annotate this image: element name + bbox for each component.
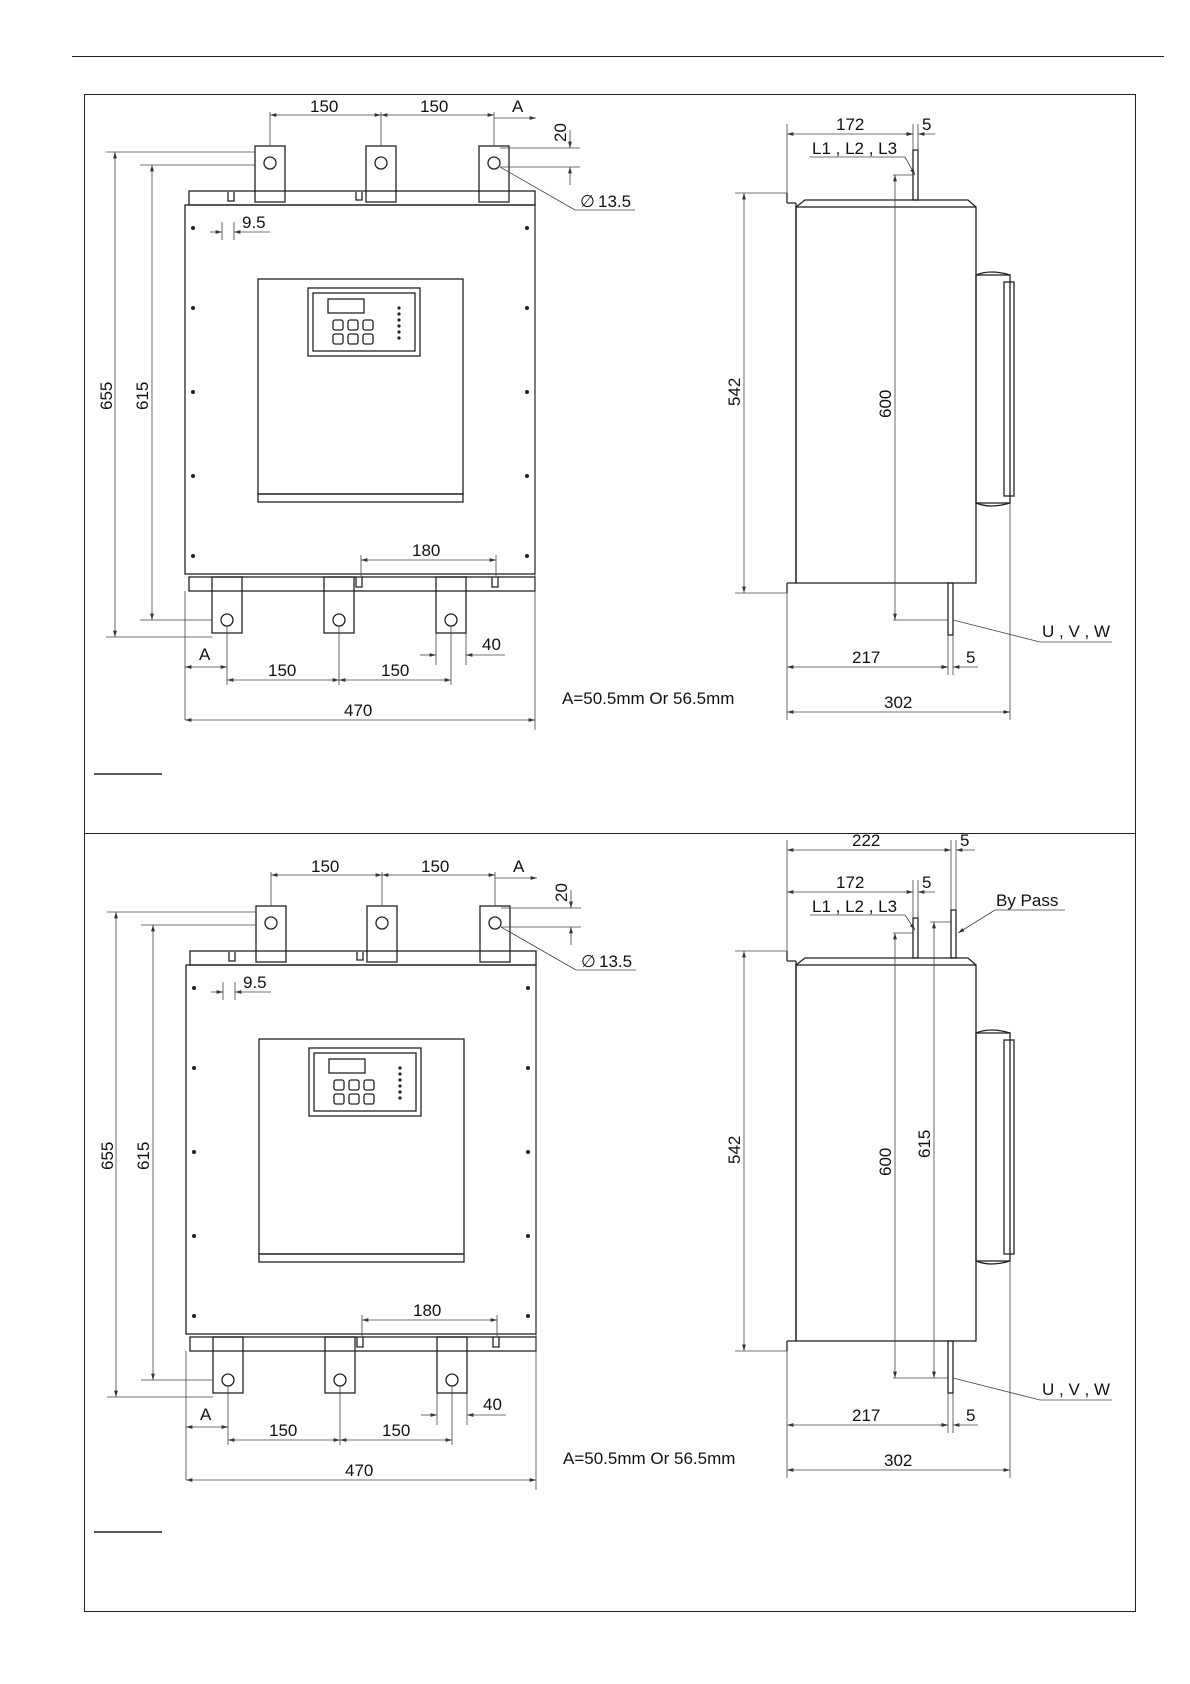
dim-a-bottom: A <box>200 1405 212 1424</box>
dim-655: 655 <box>98 1142 117 1170</box>
dim-222: 222 <box>852 831 880 850</box>
front-view-2-leds <box>192 986 530 1318</box>
label-l1-l2-l3: L1 , L2 , L3 <box>812 139 897 158</box>
dim-5-bottom: 5 <box>966 1406 975 1425</box>
dim-5-bottom: 5 <box>966 648 975 667</box>
side-view-1 <box>787 150 1014 635</box>
dim-172: 172 <box>836 873 864 892</box>
dim-150-top-left: 150 <box>310 97 338 116</box>
dim-a-bottom: A <box>199 645 211 664</box>
dim-615: 615 <box>133 382 152 410</box>
dim-470: 470 <box>345 1461 373 1480</box>
note-a-value: A=50.5mm Or 56.5mm <box>562 689 734 708</box>
dim-470: 470 <box>344 701 372 720</box>
label-u-v-w: U , V , W <box>1042 1380 1110 1399</box>
dim-9-5: 9.5 <box>242 213 266 232</box>
dim-40: 40 <box>482 635 501 654</box>
dim-5-line: 5 <box>922 873 931 892</box>
dim-302: 302 <box>884 693 912 712</box>
dim-150-bottom-right: 150 <box>381 661 409 680</box>
hole-diameter-symbol: ∅ <box>580 192 595 211</box>
label-u-v-w: U , V , W <box>1042 622 1110 641</box>
dim-150-bottom-left: 150 <box>268 661 296 680</box>
dim-217: 217 <box>852 648 880 667</box>
dim-615-side: 615 <box>915 1130 934 1158</box>
dim-9-5: 9.5 <box>243 973 267 992</box>
side-view-1-labels: 172 5 L1 , L2 , L3 542 600 U , V , W 217… <box>725 115 1110 712</box>
note-a-value: A=50.5mm Or 56.5mm <box>563 1449 735 1468</box>
label-by-pass: By Pass <box>996 891 1058 910</box>
dim-a-top: A <box>512 97 524 116</box>
dim-20: 20 <box>552 883 571 902</box>
dim-hole-13-5: 13.5 <box>599 952 632 971</box>
dim-180: 180 <box>413 1301 441 1320</box>
dim-542: 542 <box>725 1136 744 1164</box>
dim-40: 40 <box>483 1395 502 1414</box>
dim-302: 302 <box>884 1451 912 1470</box>
dim-655: 655 <box>97 382 116 410</box>
dim-hole-13-5: 13.5 <box>598 192 631 211</box>
dim-20: 20 <box>551 123 570 142</box>
dim-150-top-left: 150 <box>311 857 339 876</box>
dim-150-top-right: 150 <box>420 97 448 116</box>
dim-5-bypass: 5 <box>960 831 969 850</box>
dim-150-top-right: 150 <box>421 857 449 876</box>
dim-150-bottom-left: 150 <box>269 1421 297 1440</box>
dim-172: 172 <box>836 115 864 134</box>
label-l1-l2-l3: L1 , L2 , L3 <box>812 897 897 916</box>
side-view-2 <box>787 910 1014 1393</box>
dim-600: 600 <box>876 390 895 418</box>
front-view-1-leds <box>191 226 529 558</box>
hole-diameter-symbol: ∅ <box>581 952 596 971</box>
dim-180: 180 <box>412 541 440 560</box>
dim-542: 542 <box>725 378 744 406</box>
dim-217: 217 <box>852 1406 880 1425</box>
dim-150-bottom-right: 150 <box>382 1421 410 1440</box>
dim-a-top: A <box>513 857 525 876</box>
dim-5-top: 5 <box>922 115 931 134</box>
dim-600: 600 <box>876 1148 895 1176</box>
dim-615: 615 <box>134 1142 153 1170</box>
